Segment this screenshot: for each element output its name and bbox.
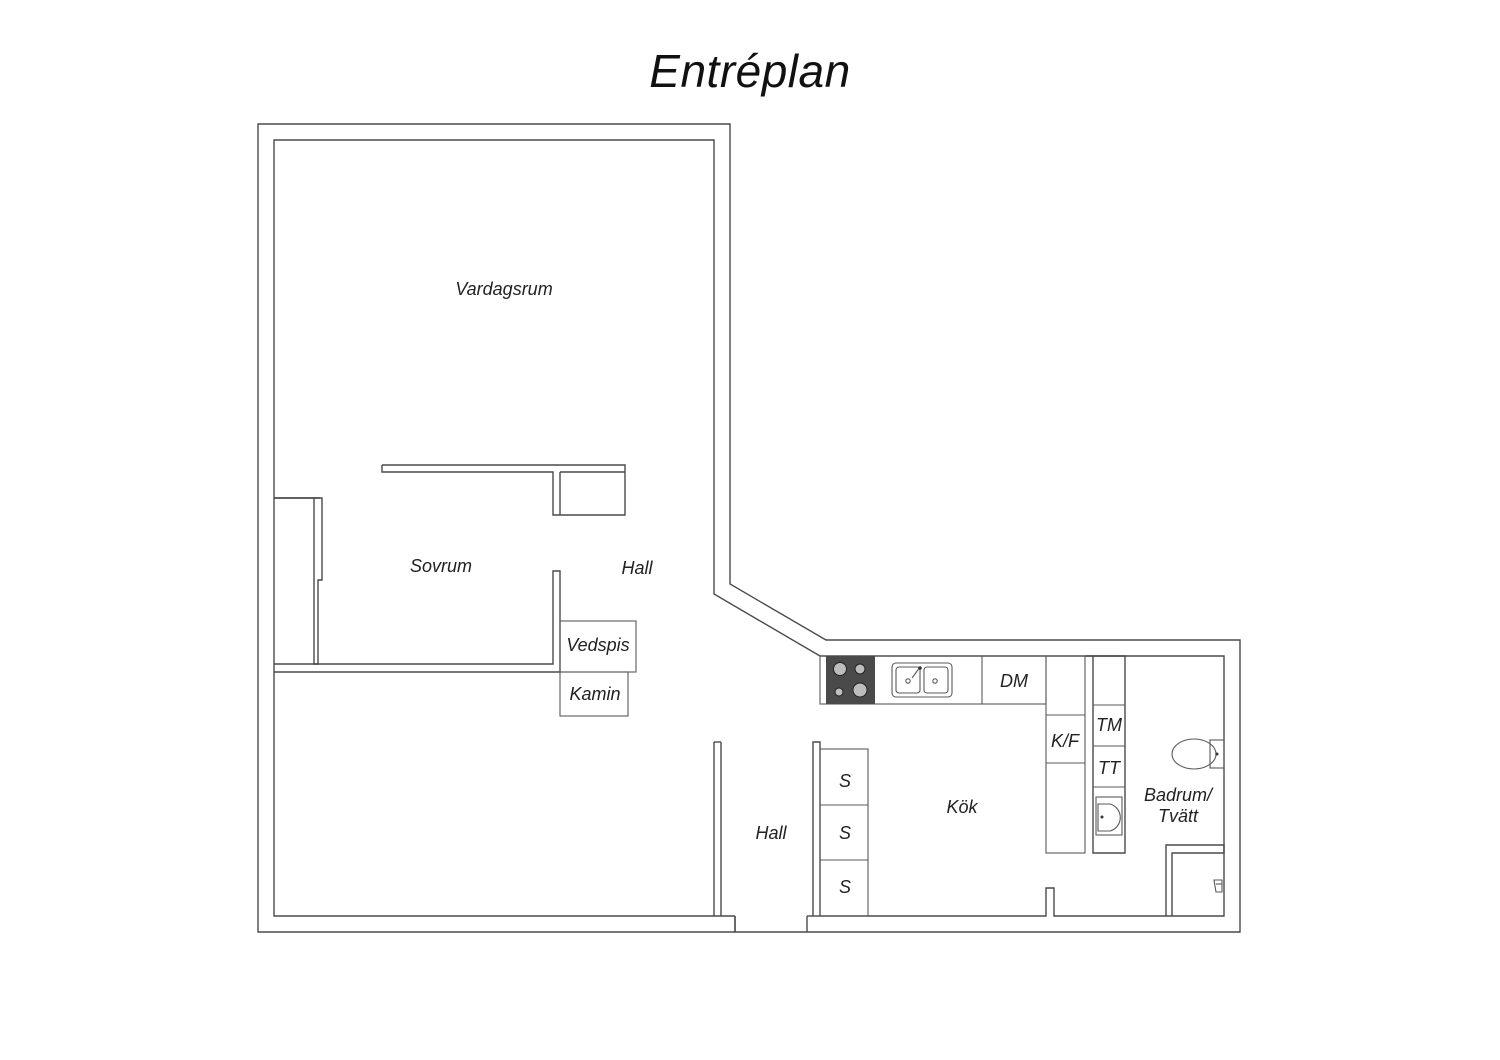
- outer-wall: [257, 123, 1241, 933]
- room-label-vardagsrum: Vardagsrum: [455, 279, 552, 299]
- fixture-label-vedspis: Vedspis: [566, 635, 629, 655]
- stove-icon: [826, 656, 875, 704]
- washbasin-icon: [1095, 796, 1123, 836]
- sovrum-bottom-wall: [274, 570, 561, 673]
- storage-column: [819, 748, 869, 917]
- sovrum-top-wall: [381, 464, 626, 516]
- inner-wall-right: [812, 655, 1225, 917]
- bathroom-lower-wall: [1165, 844, 1225, 916]
- fixture-label-storage-2: S: [839, 823, 851, 843]
- bathroom-wall: [1085, 655, 1126, 854]
- kamin-box: [559, 671, 629, 717]
- fixture-label-storage-1: S: [839, 771, 851, 791]
- inner-wall-main: [273, 139, 821, 917]
- fixture-label-storage-3: S: [839, 877, 851, 897]
- fixture-label-kamin: Kamin: [569, 684, 620, 704]
- sovrum-closet: [274, 497, 323, 665]
- tap-icon: [1213, 879, 1223, 893]
- room-label-badrum-1: Badrum/: [1144, 785, 1214, 805]
- sink-icon: [891, 662, 953, 698]
- kf-column: [1045, 655, 1086, 854]
- room-label-sovrum: Sovrum: [410, 556, 472, 576]
- room-label-hall-lower: Hall: [755, 823, 787, 843]
- room-label-hall-upper: Hall: [621, 558, 653, 578]
- fixture-label-kf: K/F: [1051, 731, 1080, 751]
- fixture-label-tm: TM: [1096, 715, 1122, 735]
- room-label-kok: Kök: [946, 797, 978, 817]
- fixture-label-dm: DM: [1000, 671, 1028, 691]
- fixture-label-tt: TT: [1098, 758, 1122, 778]
- room-label-badrum-2: Tvätt: [1158, 806, 1199, 826]
- toilet-icon: [1171, 738, 1225, 770]
- page-title: Entréplan: [649, 45, 851, 97]
